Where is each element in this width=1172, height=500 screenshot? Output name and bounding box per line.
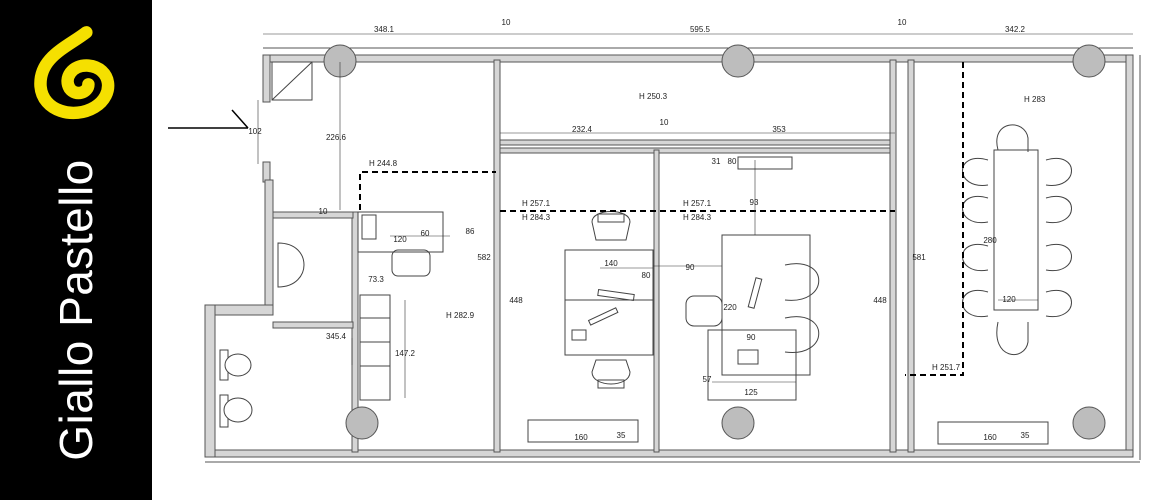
office-b-furniture	[685, 156, 1049, 445]
dim-niche-b: 80	[728, 157, 737, 166]
dim-top-middle: 595.5	[690, 25, 711, 34]
dim-cluster-to-desk: 90	[686, 263, 695, 272]
height-office-b-2: H 284.3	[683, 213, 712, 222]
dim-corridor-width: 345.4	[326, 332, 347, 341]
brand-name: Giallo Pastello	[50, 159, 102, 461]
dim-director-desk-width: 90	[747, 333, 756, 342]
spiral-g-logo-icon	[34, 26, 115, 120]
entrance-arrow	[168, 109, 249, 129]
dim-partition-right: 353	[772, 125, 786, 134]
dim-entrance: 102	[248, 127, 262, 136]
dim-shelf-length: 147.2	[395, 349, 416, 358]
partitions	[272, 59, 915, 453]
dim-meeting-table-length: 280	[983, 236, 997, 245]
dim-cluster-depth: 80	[642, 271, 651, 280]
floor-plan: 348.1 10 595.5 10 342.2 102 226.6 10 120…	[168, 18, 1141, 463]
dim-side-unit-depth: 57	[703, 375, 712, 384]
dim-office-height-mid: 448	[873, 296, 887, 305]
columns	[323, 44, 1106, 440]
brand-sidebar: Giallo Pastello	[0, 0, 152, 500]
height-office-a-2: H 284.3	[522, 213, 551, 222]
dim-cabinet-b-width: 160	[983, 433, 997, 442]
dim-wall-to-desk: 93	[750, 198, 759, 207]
height-corridor: H 250.3	[639, 92, 668, 101]
dim-office-depth-left: 582	[477, 253, 491, 262]
ceiling-lines	[359, 62, 964, 376]
height-office-a-1: H 257.1	[522, 199, 551, 208]
dim-lobby-depth: 226.6	[326, 133, 347, 142]
height-lobby: H 282.9	[446, 311, 475, 320]
height-meeting-low: H 251.7	[932, 363, 961, 372]
dim-cabinet-a-depth: 35	[617, 431, 626, 440]
dim-office-depth-right: 581	[912, 253, 926, 262]
height-meeting: H 283	[1024, 95, 1046, 104]
height-office-b-1: H 257.1	[683, 199, 712, 208]
dim-corridor-gap: 10	[319, 207, 328, 216]
dim-director-desk-depth: 220	[723, 303, 737, 312]
dim-top-left: 348.1	[374, 25, 395, 34]
dim-top-gap-right: 10	[898, 18, 907, 27]
dimension-lines	[257, 33, 1133, 398]
dim-office-height-left: 448	[509, 296, 523, 305]
dim-cabinet-a-width: 160	[574, 433, 588, 442]
dim-desk-clearance: 86	[466, 227, 475, 236]
dim-side-unit-width: 125	[744, 388, 758, 397]
meeting-furniture	[962, 124, 1072, 356]
dim-cabinet-b-depth: 35	[1021, 431, 1030, 440]
dim-desk-depth-small: 60	[421, 229, 430, 238]
dim-partition-left: 232.4	[572, 125, 593, 134]
dim-desk-width-small: 120	[393, 235, 407, 244]
facade-lines	[205, 47, 1141, 463]
dim-partition-gap: 10	[660, 118, 669, 127]
bathroom	[219, 242, 305, 428]
dim-top-right: 342.2	[1005, 25, 1026, 34]
dim-cluster-width: 140	[604, 259, 618, 268]
office-a-furniture	[527, 211, 654, 443]
outer-walls	[204, 54, 1134, 458]
dim-meeting-table-width: 120	[1002, 295, 1016, 304]
reception-furniture	[357, 211, 444, 401]
dim-top-gap-left: 10	[502, 18, 511, 27]
height-reception: H 244.8	[369, 159, 398, 168]
lobby-door	[271, 61, 313, 101]
dim-niche-a: 31	[712, 157, 721, 166]
dim-chair-depth: 73.3	[368, 275, 384, 284]
